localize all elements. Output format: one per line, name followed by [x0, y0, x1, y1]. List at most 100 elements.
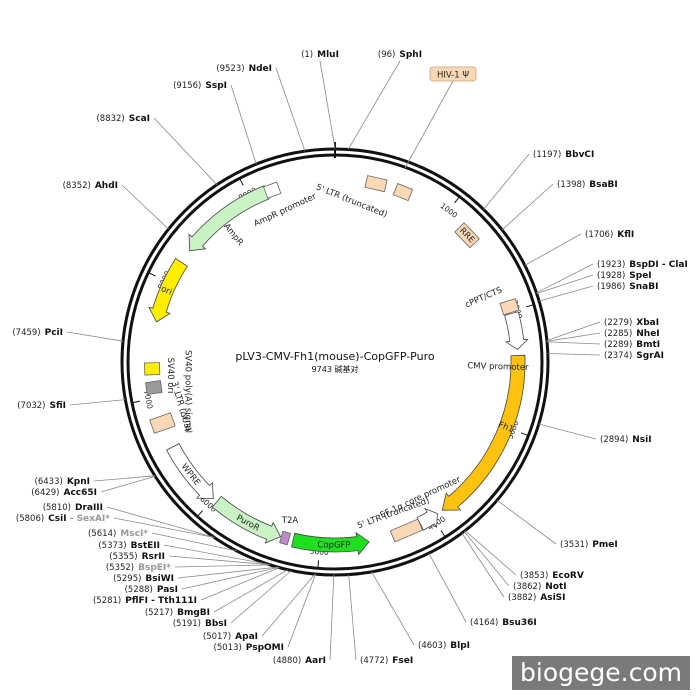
- site-lead-line: [230, 84, 257, 165]
- site-label: (4880)AarI: [273, 656, 326, 666]
- site-lead-line: [174, 564, 271, 568]
- site-label: (1706)KflI: [585, 230, 634, 240]
- t2a-box: [279, 530, 292, 546]
- plasmid-title: pLV3-CMV-Fh1(mouse)-CopGFP-Puro: [235, 350, 434, 363]
- site-label: (1923)BspDI - ClaI: [597, 260, 688, 270]
- t2a-label: T2A: [281, 516, 299, 526]
- site-lead-line: [213, 569, 289, 613]
- site-lead-line: [463, 531, 510, 587]
- site-label: (5352)BspEI*: [106, 563, 171, 573]
- site-label: (5373)BstEII: [98, 541, 160, 551]
- site-lead-line: [181, 567, 279, 590]
- site-lead-line: [106, 506, 214, 538]
- site-label: (4603)BlpI: [418, 641, 470, 651]
- tick-mark: [520, 432, 529, 437]
- site-lead-line: [536, 274, 594, 294]
- hiv-psi-lead: [404, 80, 454, 169]
- site-lead-line: [546, 332, 601, 342]
- ampr-label: AmpR: [221, 222, 245, 248]
- site-label: (1928)SpeI: [597, 271, 652, 281]
- site-lead-line: [547, 353, 601, 356]
- site-lead-line: [261, 573, 316, 637]
- site-label: (2289)BmtI: [604, 340, 660, 350]
- puror-arrow: [211, 495, 282, 544]
- tick-label: 1000: [439, 201, 460, 220]
- site-lead-line: [275, 67, 306, 152]
- site-label: (3853)EcoRV: [520, 571, 584, 581]
- site-lead-line: [538, 285, 594, 302]
- sv40-ori-label: SV40 ori: [165, 358, 175, 394]
- site-lead-line: [546, 321, 601, 341]
- site-label: (96)SphI: [378, 50, 422, 60]
- site-labels-layer: (1)MluI (96)SphI (1197)BbvCI (1398)BsaBI (17…: [12, 50, 688, 666]
- site-lead-line: [501, 183, 554, 231]
- site-label: (5810)DraIII: [43, 503, 103, 513]
- site-label: (5191)BbsI: [173, 619, 227, 629]
- site-lead-line: [496, 499, 557, 545]
- site-lead-line: [546, 341, 601, 345]
- site-label: (5013)PspOMI: [214, 643, 284, 653]
- site-label: (3862)NotI: [513, 582, 567, 592]
- rre-box: [454, 222, 480, 249]
- site-label: (1986)SnaBI: [597, 282, 658, 292]
- site-lead-line: [177, 566, 278, 579]
- lead-lines-layer: [66, 60, 601, 661]
- sv40-polya-label: SV40 poly(A) signal: [182, 350, 192, 433]
- hiv-psi-label: HIV-1 Ψ: [437, 71, 469, 81]
- tick-label: 5000: [309, 547, 329, 558]
- site-lead-line: [348, 574, 357, 661]
- ampr-promoter-box: [263, 181, 282, 199]
- site-lead-line: [483, 153, 530, 210]
- site-label: (9523)NdeI: [216, 64, 272, 74]
- site-lead-line: [151, 532, 237, 552]
- site-lead-line: [319, 60, 336, 150]
- tick-mark: [454, 196, 460, 204]
- site-label: (5288)PasI: [125, 585, 178, 595]
- site-label: (1197)BbvCI: [533, 150, 594, 160]
- cppt-box: [499, 298, 520, 316]
- plasmid-size: 9743 碱基对: [312, 364, 359, 374]
- sv40-ori-box: [145, 380, 163, 395]
- site-label: (5614)MscI*: [88, 529, 148, 539]
- site-lead-line: [200, 567, 280, 601]
- tick-mark: [131, 400, 140, 404]
- site-label: (4164)Bsu36I: [470, 618, 537, 628]
- site-label: (2285)NheI: [604, 329, 660, 339]
- site-lead-line: [329, 574, 335, 661]
- site-lead-line: [113, 517, 215, 538]
- tick-mark: [239, 178, 244, 186]
- site-label: (5217)BmgBI: [145, 608, 210, 618]
- site-label: (5355)RsrII: [109, 552, 165, 562]
- site-lead-line: [168, 555, 270, 566]
- ltr5-box-a: [364, 175, 388, 193]
- site-label: (3531)PmeI: [560, 540, 618, 550]
- site-lead-line: [163, 544, 268, 565]
- site-lead-line: [461, 532, 505, 598]
- site-label: (8352)AhdI: [63, 181, 118, 191]
- tick-label: 7000: [142, 389, 155, 410]
- site-lead-line: [230, 570, 292, 624]
- site-label: (8832)ScaI: [96, 114, 150, 124]
- cppt-label: cPPT/CTS: [464, 285, 504, 310]
- ori-arrow: [148, 258, 188, 323]
- copgfp-label: CopGFP: [317, 540, 350, 550]
- site-label: (5806)CsiI - SexAI*: [16, 514, 110, 524]
- site-label: (1398)BsaBI: [557, 180, 618, 190]
- site-label: (1)MluI: [301, 50, 339, 60]
- tick-mark: [148, 272, 156, 277]
- watermark-badge: biogege.com: [512, 656, 690, 690]
- site-lead-line: [93, 475, 156, 482]
- site-label: (5281)PflFI - Tth111I: [93, 596, 197, 606]
- copgfp-arrow: [291, 531, 370, 556]
- tick-mark: [196, 510, 203, 517]
- site-label: (2279)XbaI: [604, 318, 659, 328]
- site-label: (7459)PciI: [12, 328, 63, 338]
- site-lead-line: [524, 233, 582, 266]
- site-lead-line: [121, 184, 169, 230]
- sv40-polya-box: [143, 362, 161, 376]
- site-label: (2374)SgrAI: [604, 351, 664, 361]
- wpre-arrow: [166, 443, 214, 500]
- site-lead-line: [464, 530, 517, 576]
